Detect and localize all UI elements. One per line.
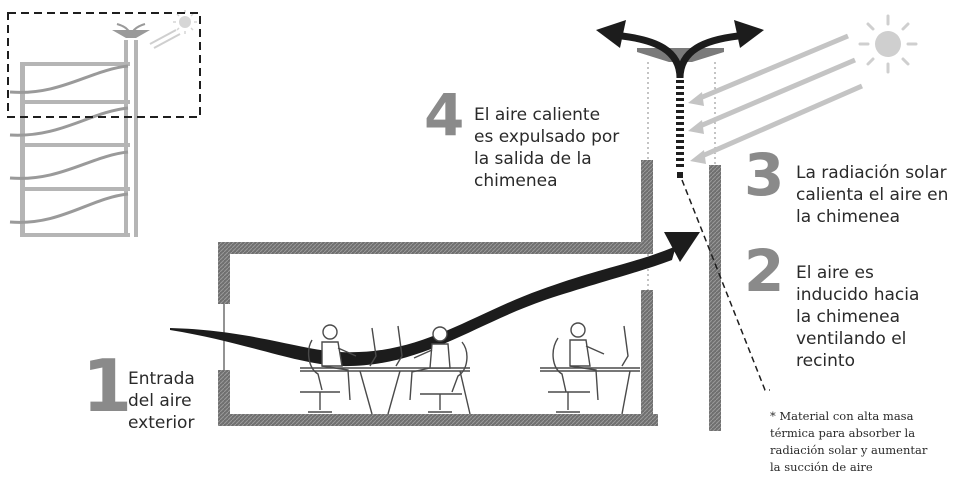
step-2-number: 2 (744, 237, 785, 305)
step-1-text: Entrada del aire exterior (128, 369, 195, 433)
desk-monitor-icon (369, 325, 403, 367)
exhaust-arrows (596, 20, 764, 79)
airflow-ribbon (170, 232, 700, 367)
step-3-number: 3 (744, 141, 785, 209)
seated-worker-icon (409, 326, 468, 413)
seated-worker-icon (548, 322, 605, 413)
step-1-number: 1 (82, 344, 133, 428)
step-3-text: La radiación solar calienta el aire en l… (796, 163, 949, 227)
solar-ray-arrowheads (688, 92, 706, 164)
zoom-highlight-box (7, 12, 201, 118)
step-2-text: El aire es inducido hacia la chimenea ve… (796, 263, 920, 371)
desk-monitor-icon (621, 325, 629, 367)
step-4-number: 4 (424, 81, 465, 149)
thermal-mass-block (676, 80, 684, 178)
seated-worker-icon (300, 324, 357, 413)
step-4-text: El aire caliente es expulsado por la sal… (474, 105, 620, 191)
overview-building (9, 10, 197, 237)
thermal-mass-footnote: * Material con alta masa térmica para ab… (770, 409, 928, 474)
sun-icon (858, 14, 918, 74)
solar-rays (699, 33, 864, 159)
footnote-leader-line (681, 179, 770, 391)
chimney-cap (637, 48, 724, 62)
small-sun-icon (179, 16, 191, 28)
building-walls (218, 62, 721, 431)
office-workspace (300, 367, 640, 415)
